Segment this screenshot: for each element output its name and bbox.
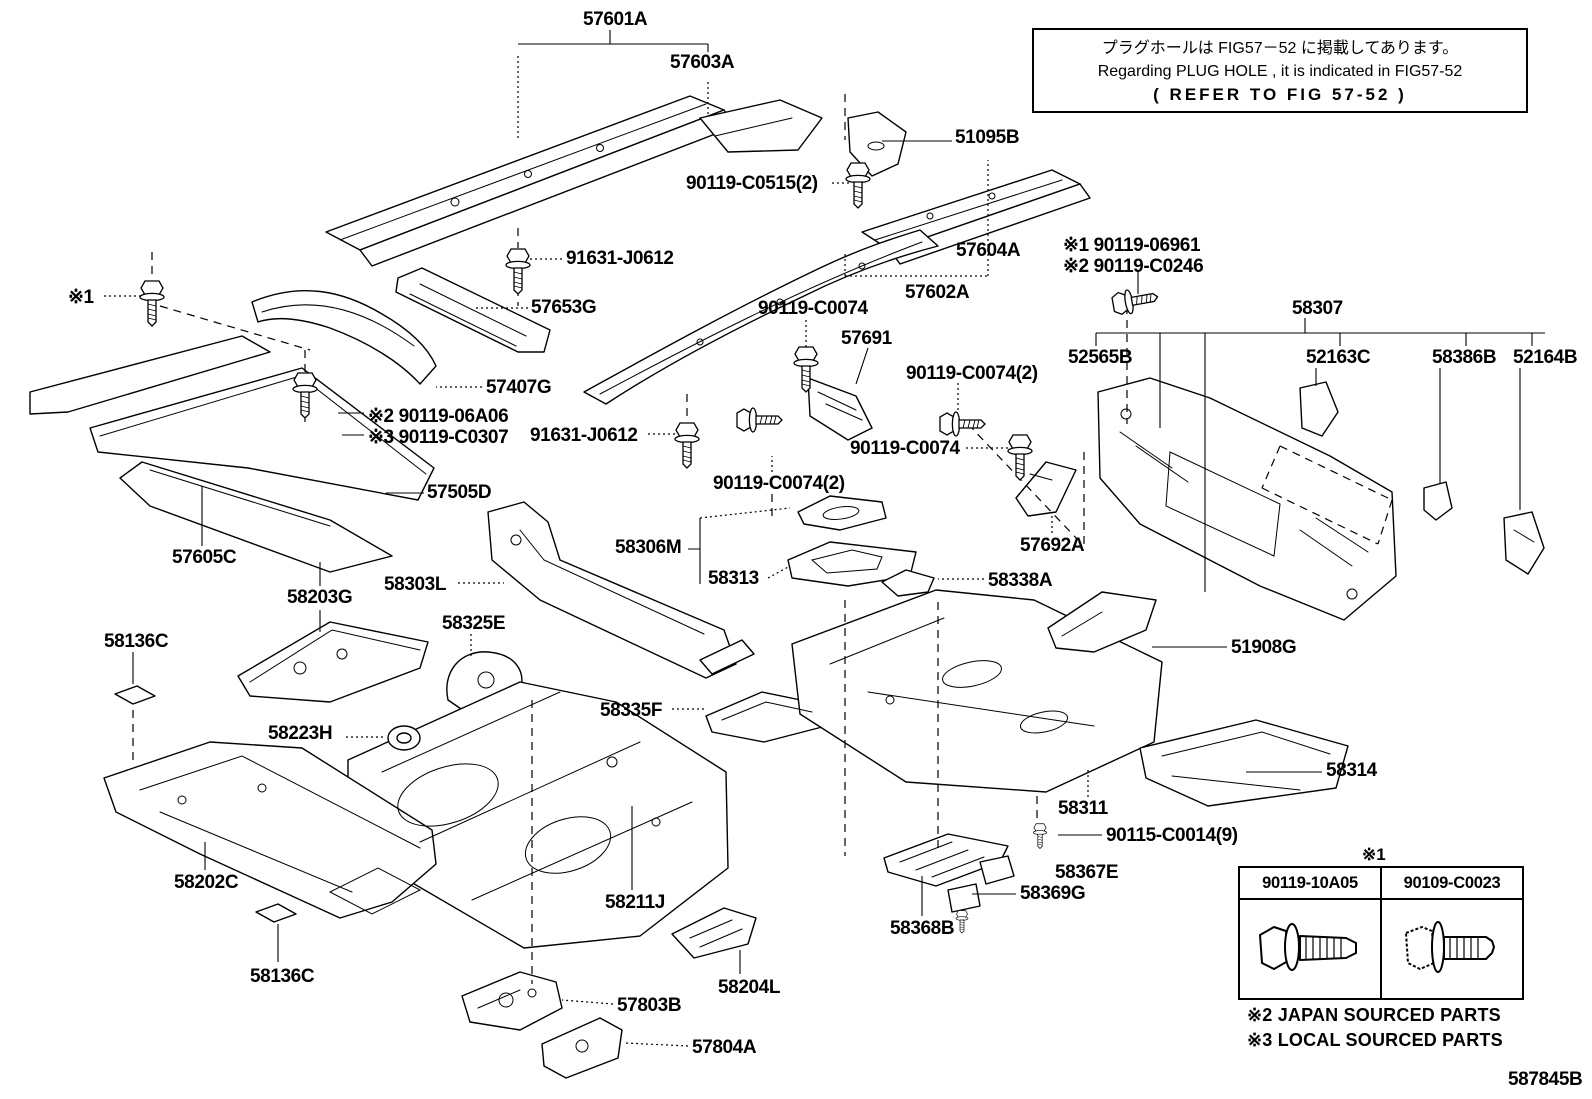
part-label: 57691 (841, 328, 892, 349)
dotted-leaders (104, 56, 1089, 1047)
part-details (99, 103, 1535, 1053)
part-label: 90119-C0074(2) (906, 363, 1038, 384)
part-label: 58368B (890, 918, 955, 939)
legend-local-sourced: ※3 LOCAL SOURCED PARTS (1247, 1029, 1503, 1050)
part-label: 51095B (955, 127, 1020, 148)
part-label: 52163C (1306, 347, 1371, 368)
part-label: 58223H (268, 723, 333, 744)
stud-bolt-illustration-cell (1380, 898, 1524, 1000)
part-label: 57407G (486, 377, 552, 398)
part-label: 58313 (708, 568, 759, 589)
part-label: 57505D (427, 482, 492, 503)
part-label: 587845B (1508, 1069, 1583, 1090)
part-label: 57602A (905, 282, 970, 303)
bolt-table: 90119-10A05 90109-C0023 (1238, 866, 1524, 1000)
part-label: ※1 90119-06961 (1063, 235, 1201, 256)
part-label: ※2 90119-06A06 (368, 406, 509, 427)
note-line-en: Regarding PLUG HOLE , it is indicated in… (1097, 63, 1463, 81)
part-label: 58335F (600, 700, 663, 721)
part-label: ※3 90119-C0307 (368, 427, 509, 448)
part-label: 57603A (670, 52, 735, 73)
plug-hole-note: プラグホールは FIG57－52 に掲載してあります。 Regarding PL… (1032, 28, 1528, 113)
part-label: 58136C (250, 966, 315, 987)
bolt-table-ref-label: ※1 (1362, 845, 1386, 864)
leader-lines (132, 30, 1545, 974)
note-line-ref: ( REFER TO FIG 57-52 ) (1153, 85, 1407, 105)
part-label: 91631-J0612 (566, 248, 674, 269)
part-label: 57804A (692, 1037, 757, 1058)
part-label: 91631-J0612 (530, 425, 638, 446)
note-line-jp: プラグホールは FIG57－52 に掲載してあります。 (1101, 40, 1459, 57)
part-label: 58202C (174, 872, 239, 893)
part-label: 58306M (615, 537, 682, 558)
part-label: 57604A (956, 240, 1021, 261)
part-label: 58314 (1326, 760, 1377, 781)
bolt-illustration-cell (1238, 898, 1382, 1000)
part-label: ※1 (68, 287, 94, 308)
part-label: 90115-C0014(9) (1106, 825, 1238, 846)
flange-bolt-icon (1259, 922, 1357, 971)
part-label: 58311 (1058, 798, 1108, 819)
part-label: ※2 90119-C0246 (1063, 256, 1204, 277)
part-label: 57601A (583, 9, 648, 30)
part-label: 58338A (988, 570, 1053, 591)
part-label: 58386B (1432, 347, 1497, 368)
part-label: 58325E (442, 613, 506, 634)
part-label: 58369G (1020, 883, 1086, 904)
sourced-parts-legend: ※2 JAPAN SOURCED PARTS ※3 LOCAL SOURCED … (1247, 1003, 1503, 1053)
part-label: 90119-C0515(2) (686, 173, 818, 194)
part-label: 58367E (1055, 862, 1119, 883)
part-label: 52164B (1513, 347, 1578, 368)
part-label: 57653G (531, 297, 597, 318)
part-label: 58203G (287, 587, 353, 608)
part-label: 57692A (1020, 535, 1085, 556)
part-label: 58211J (605, 892, 665, 913)
part-shapes (29, 95, 1545, 1079)
washer-bolt-icon (1405, 920, 1495, 973)
bolt-part-number: 90109-C0023 (1380, 866, 1524, 900)
part-label: 58307 (1292, 298, 1343, 319)
part-label: 58204L (718, 977, 781, 998)
part-label: 90119-C0074(2) (713, 473, 845, 494)
bolt-part-number: 90119-10A05 (1238, 866, 1382, 900)
part-label: 52565B (1068, 347, 1133, 368)
part-label: 58136C (104, 631, 169, 652)
part-label: 58303L (384, 574, 447, 595)
legend-japan-sourced: ※2 JAPAN SOURCED PARTS (1247, 1005, 1501, 1025)
part-label: 90119-C0074 (850, 438, 960, 459)
part-label: 57803B (617, 995, 682, 1016)
part-label: 57605C (172, 547, 237, 568)
part-label: 51908G (1231, 637, 1297, 658)
part-label: 90119-C0074 (758, 298, 868, 319)
